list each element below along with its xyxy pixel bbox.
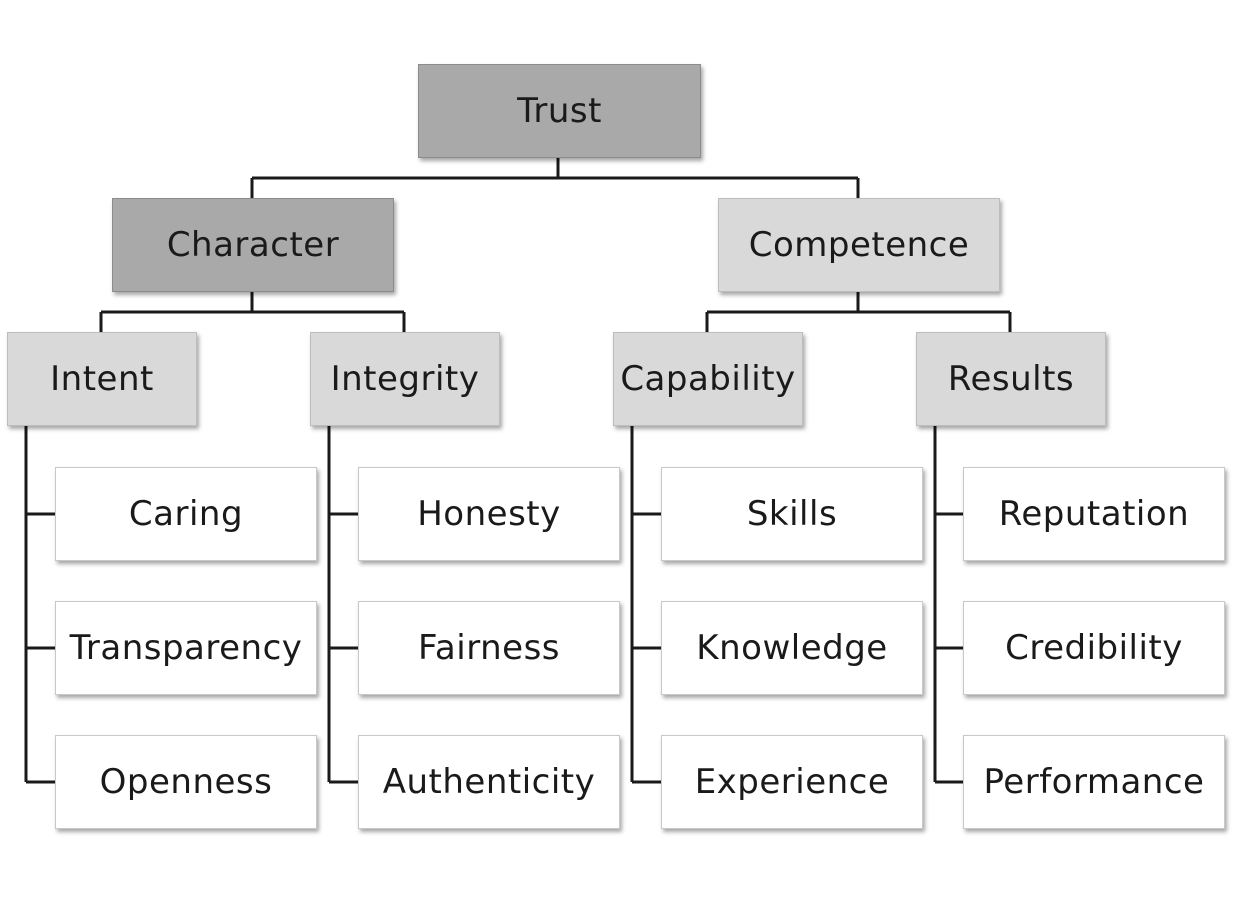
- leaf-reputation: Reputation: [963, 467, 1225, 561]
- node-intent: Intent: [7, 332, 197, 426]
- node-integrity: Integrity: [310, 332, 500, 426]
- leaf-skills: Skills: [661, 467, 923, 561]
- leaf-fairness: Fairness: [358, 601, 620, 695]
- leaf-openness: Openness: [55, 735, 317, 829]
- leaf-transparency: Transparency: [55, 601, 317, 695]
- node-competence: Competence: [718, 198, 1000, 292]
- leaf-authenticity: Authenticity: [358, 735, 620, 829]
- node-results: Results: [916, 332, 1106, 426]
- node-trust: Trust: [418, 64, 701, 158]
- leaf-experience: Experience: [661, 735, 923, 829]
- node-capability: Capability: [613, 332, 803, 426]
- node-character: Character: [112, 198, 394, 292]
- leaf-caring: Caring: [55, 467, 317, 561]
- leaf-honesty: Honesty: [358, 467, 620, 561]
- leaf-credibility: Credibility: [963, 601, 1225, 695]
- leaf-knowledge: Knowledge: [661, 601, 923, 695]
- leaf-performance: Performance: [963, 735, 1225, 829]
